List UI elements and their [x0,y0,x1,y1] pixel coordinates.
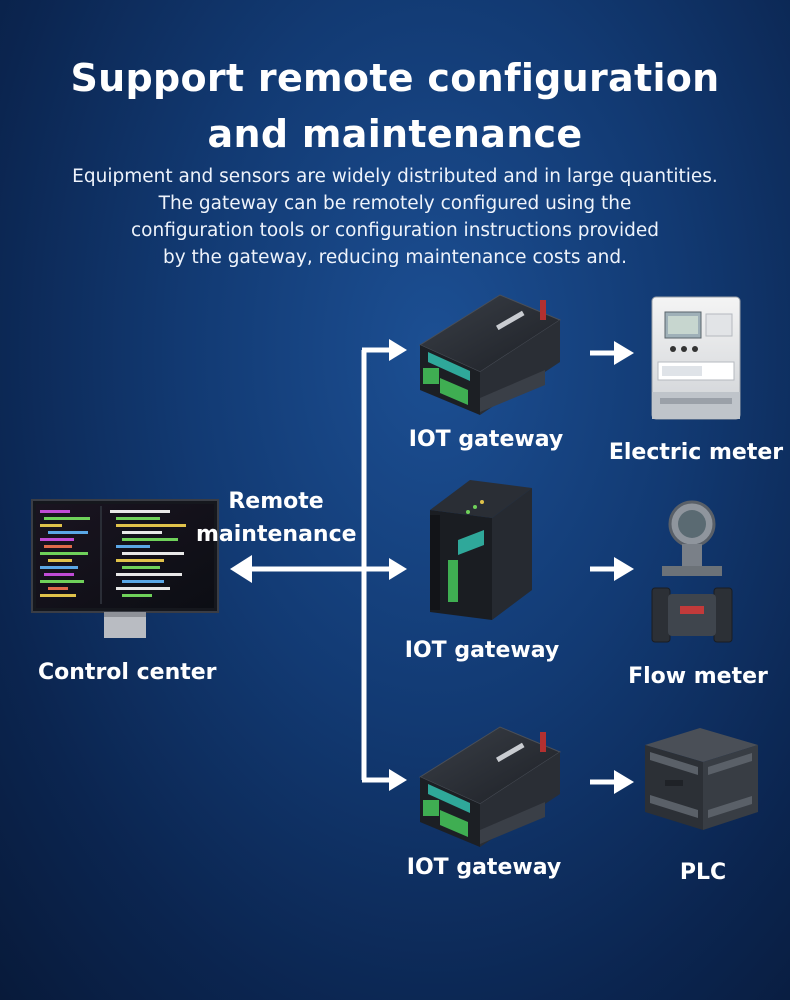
plc-label: PLC [679,860,727,885]
gateway-arrowheads-icon [389,339,407,791]
control-center-monitor-icon [31,499,219,638]
title-line-2: and maintenance [207,112,583,156]
iot-gateway-3-icon [418,726,562,847]
page-title: Support remote configuration and mainten… [0,50,790,162]
gateway-1-label: IOT gateway [408,427,564,452]
description-line-4: by the gateway, reducing maintenance cos… [162,247,628,268]
title-line-1: Support remote configuration [70,56,720,100]
iot-gateway-2-icon [430,480,532,620]
electric-meter-icon [651,296,741,420]
remote-maintenance-line-2: maintenance [196,522,357,547]
gateway-2-label: IOT gateway [404,638,560,663]
description-line-3: configuration tools or configuration ins… [131,220,659,241]
electric-meter-label: Electric meter [608,440,784,465]
description-line-2: The gateway can be remotely configured u… [158,193,632,214]
left-arrowhead-icon [230,555,252,583]
description: Equipment and sensors are widely distrib… [0,163,790,271]
control-center-label: Control center [38,660,217,685]
description-line-1: Equipment and sensors are widely distrib… [72,166,718,187]
iot-gateway-1-icon [418,294,562,415]
remote-maintenance-line-1: Remote [228,489,324,514]
connection-lines [248,347,392,783]
plc-icon [645,728,758,830]
gateway-3-label: IOT gateway [406,855,562,880]
code-lines-icon [40,506,186,604]
device-arrows-icon [590,341,634,794]
flow-meter-icon [651,500,733,643]
remote-maintenance-label: Remote maintenance [196,485,357,551]
flow-meter-label: Flow meter [628,664,768,689]
